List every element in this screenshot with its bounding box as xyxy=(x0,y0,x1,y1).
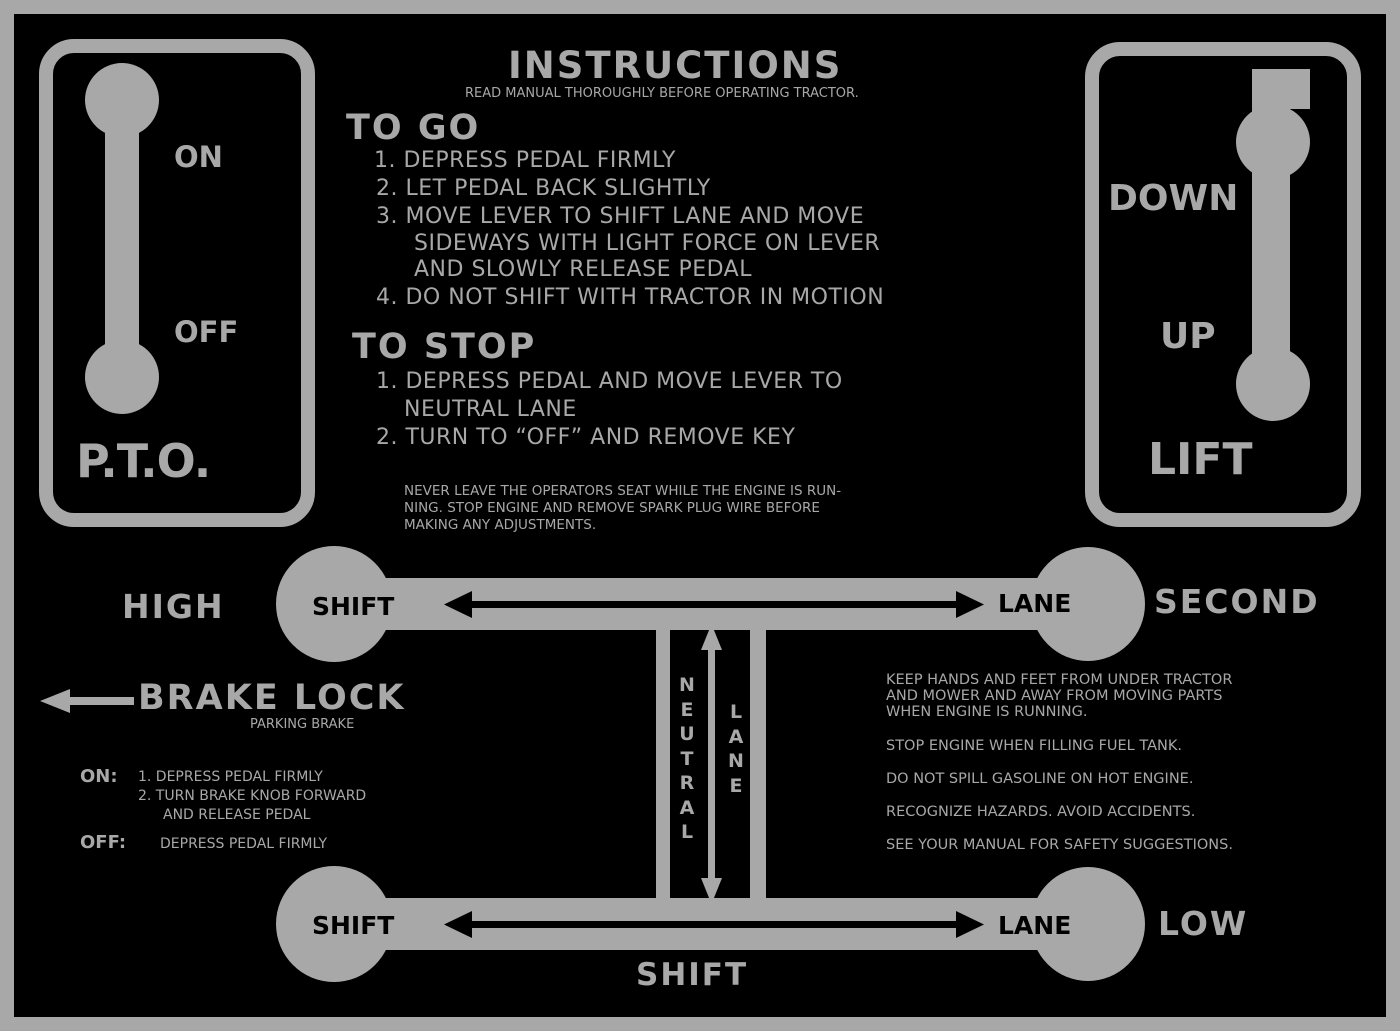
brake-off-label: OFF: xyxy=(80,832,127,853)
lift-frame xyxy=(1085,42,1361,527)
lane-letter: L xyxy=(729,701,743,723)
safety-line: STOP ENGINE WHEN FILLING FUEL TANK. xyxy=(886,738,1182,754)
second-gear-label: SECOND xyxy=(1154,582,1320,621)
safety-line: SEE YOUR MANUAL FOR SAFETY SUGGESTIONS. xyxy=(886,837,1233,853)
neutral-letter: A xyxy=(679,796,695,819)
to-stop-step: 1. DEPRESS PEDAL AND MOVE LEVER TO xyxy=(376,369,843,394)
lane-letter: E xyxy=(729,774,743,797)
brake-on-step: 2. TURN BRAKE KNOB FORWARD xyxy=(138,788,367,804)
warning-line: NING. STOP ENGINE AND REMOVE SPARK PLUG … xyxy=(404,500,820,516)
pto-off-label: OFF xyxy=(174,315,239,349)
decal-panel: ON OFF P.T.O. DOWN UP LIFT INSTRUCTIONS … xyxy=(14,14,1386,1017)
lift-title: LIFT xyxy=(1148,434,1253,485)
neutral-letter: T xyxy=(680,747,694,770)
neutral-letter: R xyxy=(679,772,695,794)
to-go-step: SIDEWAYS WITH LIGHT FORCE ON LEVER xyxy=(414,231,881,256)
top-shift-arrow-icon xyxy=(444,591,984,618)
brake-lock-subtitle: PARKING BRAKE xyxy=(250,717,355,732)
shift-caption: SHIFT xyxy=(636,957,749,993)
to-stop-step: NEUTRAL LANE xyxy=(404,397,577,422)
lane-letter: A xyxy=(728,725,744,748)
shift-top-label: SHIFT xyxy=(312,592,395,621)
to-go-step: 4. DO NOT SHIFT WITH TRACTOR IN MOTION xyxy=(376,285,885,310)
to-go-heading: TO GO xyxy=(346,108,481,148)
neutral-letter: E xyxy=(680,698,694,721)
safety-line: WHEN ENGINE IS RUNNING. xyxy=(886,704,1088,720)
lift-up-label: UP xyxy=(1160,316,1216,357)
brake-off-step: DEPRESS PEDAL FIRMLY xyxy=(160,836,327,852)
neutral-letter: U xyxy=(679,723,695,745)
bottom-shift-arrow-icon xyxy=(444,911,984,938)
to-go-step: 1. DEPRESS PEDAL FIRMLY xyxy=(374,148,676,173)
instructions-title: INSTRUCTIONS xyxy=(508,44,843,87)
brake-lock-arrow-icon xyxy=(40,689,134,713)
brake-lock-title: BRAKE LOCK xyxy=(138,678,406,718)
pto-on-label: ON xyxy=(174,140,223,174)
lane-top-label: LANE xyxy=(998,589,1072,618)
to-go-step: 3. MOVE LEVER TO SHIFT LANE AND MOVE xyxy=(376,204,865,229)
lift-lever-icon xyxy=(1236,69,1310,421)
to-go-step: AND SLOWLY RELEASE PEDAL xyxy=(414,257,752,282)
neutral-letter: L xyxy=(680,821,694,843)
pto-frame xyxy=(39,39,315,527)
brake-on-label: ON: xyxy=(80,766,118,787)
neutral-arrow-icon xyxy=(701,624,722,904)
safety-line: DO NOT SPILL GASOLINE ON HOT ENGINE. xyxy=(886,771,1194,787)
neutral-letter: N xyxy=(679,674,695,696)
brake-on-step: 1. DEPRESS PEDAL FIRMLY xyxy=(138,769,323,785)
shift-bottom-label: SHIFT xyxy=(312,911,395,940)
brake-on-step: AND RELEASE PEDAL xyxy=(163,807,311,823)
instructions-subtitle: READ MANUAL THOROUGHLY BEFORE OPERATING … xyxy=(465,86,859,101)
to-go-step: 2. LET PEDAL BACK SLIGHTLY xyxy=(376,176,711,201)
safety-line: AND MOWER AND AWAY FROM MOVING PARTS xyxy=(886,688,1223,704)
safety-line: KEEP HANDS AND FEET FROM UNDER TRACTOR xyxy=(886,672,1233,688)
high-gear-label: HIGH xyxy=(122,587,225,626)
safety-line: RECOGNIZE HAZARDS. AVOID ACCIDENTS. xyxy=(886,804,1196,820)
pto-lever-icon xyxy=(85,63,159,414)
to-stop-heading: TO STOP xyxy=(352,327,537,367)
lift-down-label: DOWN xyxy=(1108,178,1239,219)
to-stop-step: 2. TURN TO “OFF” AND REMOVE KEY xyxy=(376,425,796,450)
warning-line: MAKING ANY ADJUSTMENTS. xyxy=(404,517,597,533)
neutral-vertical-label: N E U T R A L xyxy=(674,673,700,845)
lane-vertical-label: L A N E xyxy=(723,700,749,798)
warning-line: NEVER LEAVE THE OPERATORS SEAT WHILE THE… xyxy=(404,483,842,499)
decal-artwork xyxy=(39,39,1361,982)
lane-bottom-label: LANE xyxy=(998,911,1072,940)
lane-letter: N xyxy=(728,750,744,772)
low-gear-label: LOW xyxy=(1158,904,1249,943)
pto-title: P.T.O. xyxy=(76,434,211,488)
